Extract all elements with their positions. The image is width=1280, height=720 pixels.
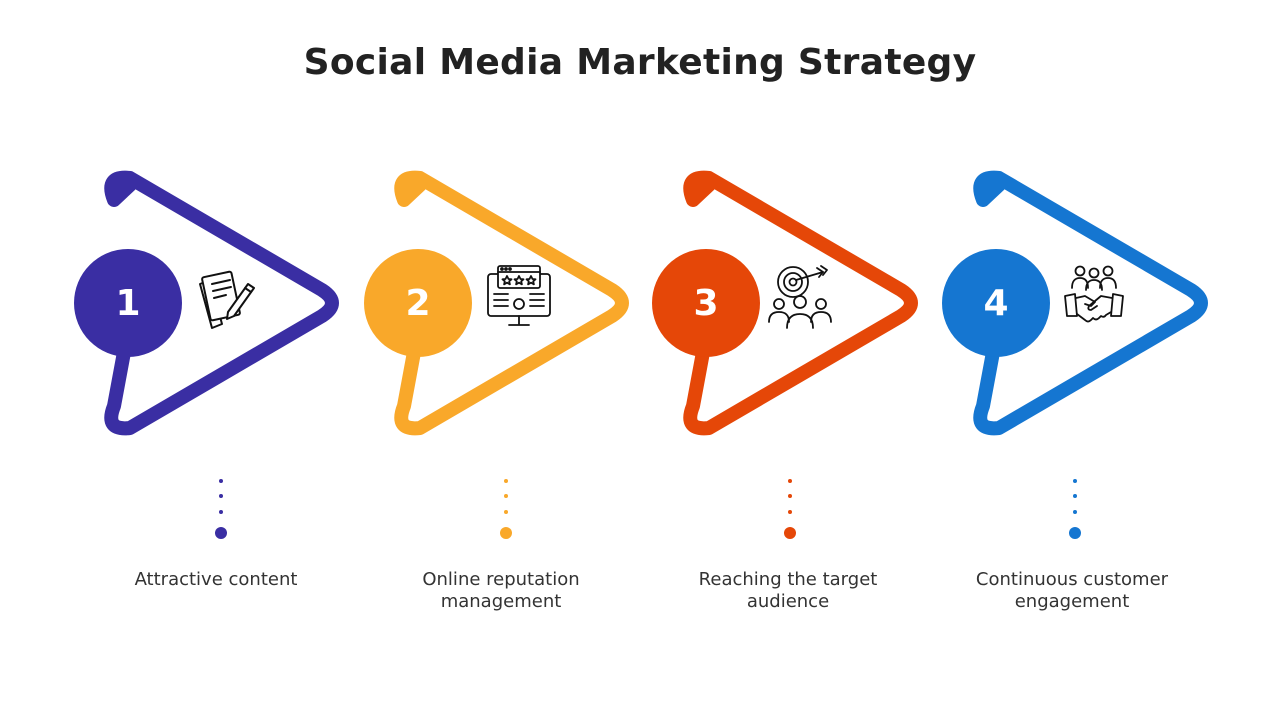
step-number-badge: 4 <box>942 249 1050 357</box>
step-4: 4 Continuous customer engagement <box>929 0 1219 720</box>
step-label: Online reputation management <box>422 569 580 612</box>
triangle-arrow-outline <box>104 170 339 436</box>
step-number-badge: 3 <box>652 249 760 357</box>
step-number-badge: 2 <box>364 249 472 357</box>
connector-dots <box>215 479 227 539</box>
document-pen-icon <box>199 270 255 329</box>
triangle-arrow-outline <box>394 170 629 436</box>
rating-monitor-icon <box>487 265 551 326</box>
page-title: Social Media Marketing Strategy <box>303 42 977 83</box>
triangle-arrow-outline <box>973 170 1208 436</box>
step-2: 2 Online reputation management <box>350 0 640 720</box>
step-number-badge: 1 <box>74 249 182 357</box>
connector-dots <box>500 479 512 539</box>
step-label: Continuous customer engagement <box>975 569 1169 612</box>
connector-dots <box>1069 479 1081 539</box>
step-label: Attractive content <box>134 569 298 590</box>
step-1: 1 Attractive content <box>60 0 350 720</box>
target-audience-icon <box>768 265 832 329</box>
step-3: 3 Reaching the target audience <box>639 0 929 720</box>
triangle-arrow-outline <box>683 170 918 436</box>
connector-dots <box>784 479 796 539</box>
handshake-group-icon <box>1064 265 1124 323</box>
step-label: Reaching the target audience <box>698 569 878 612</box>
